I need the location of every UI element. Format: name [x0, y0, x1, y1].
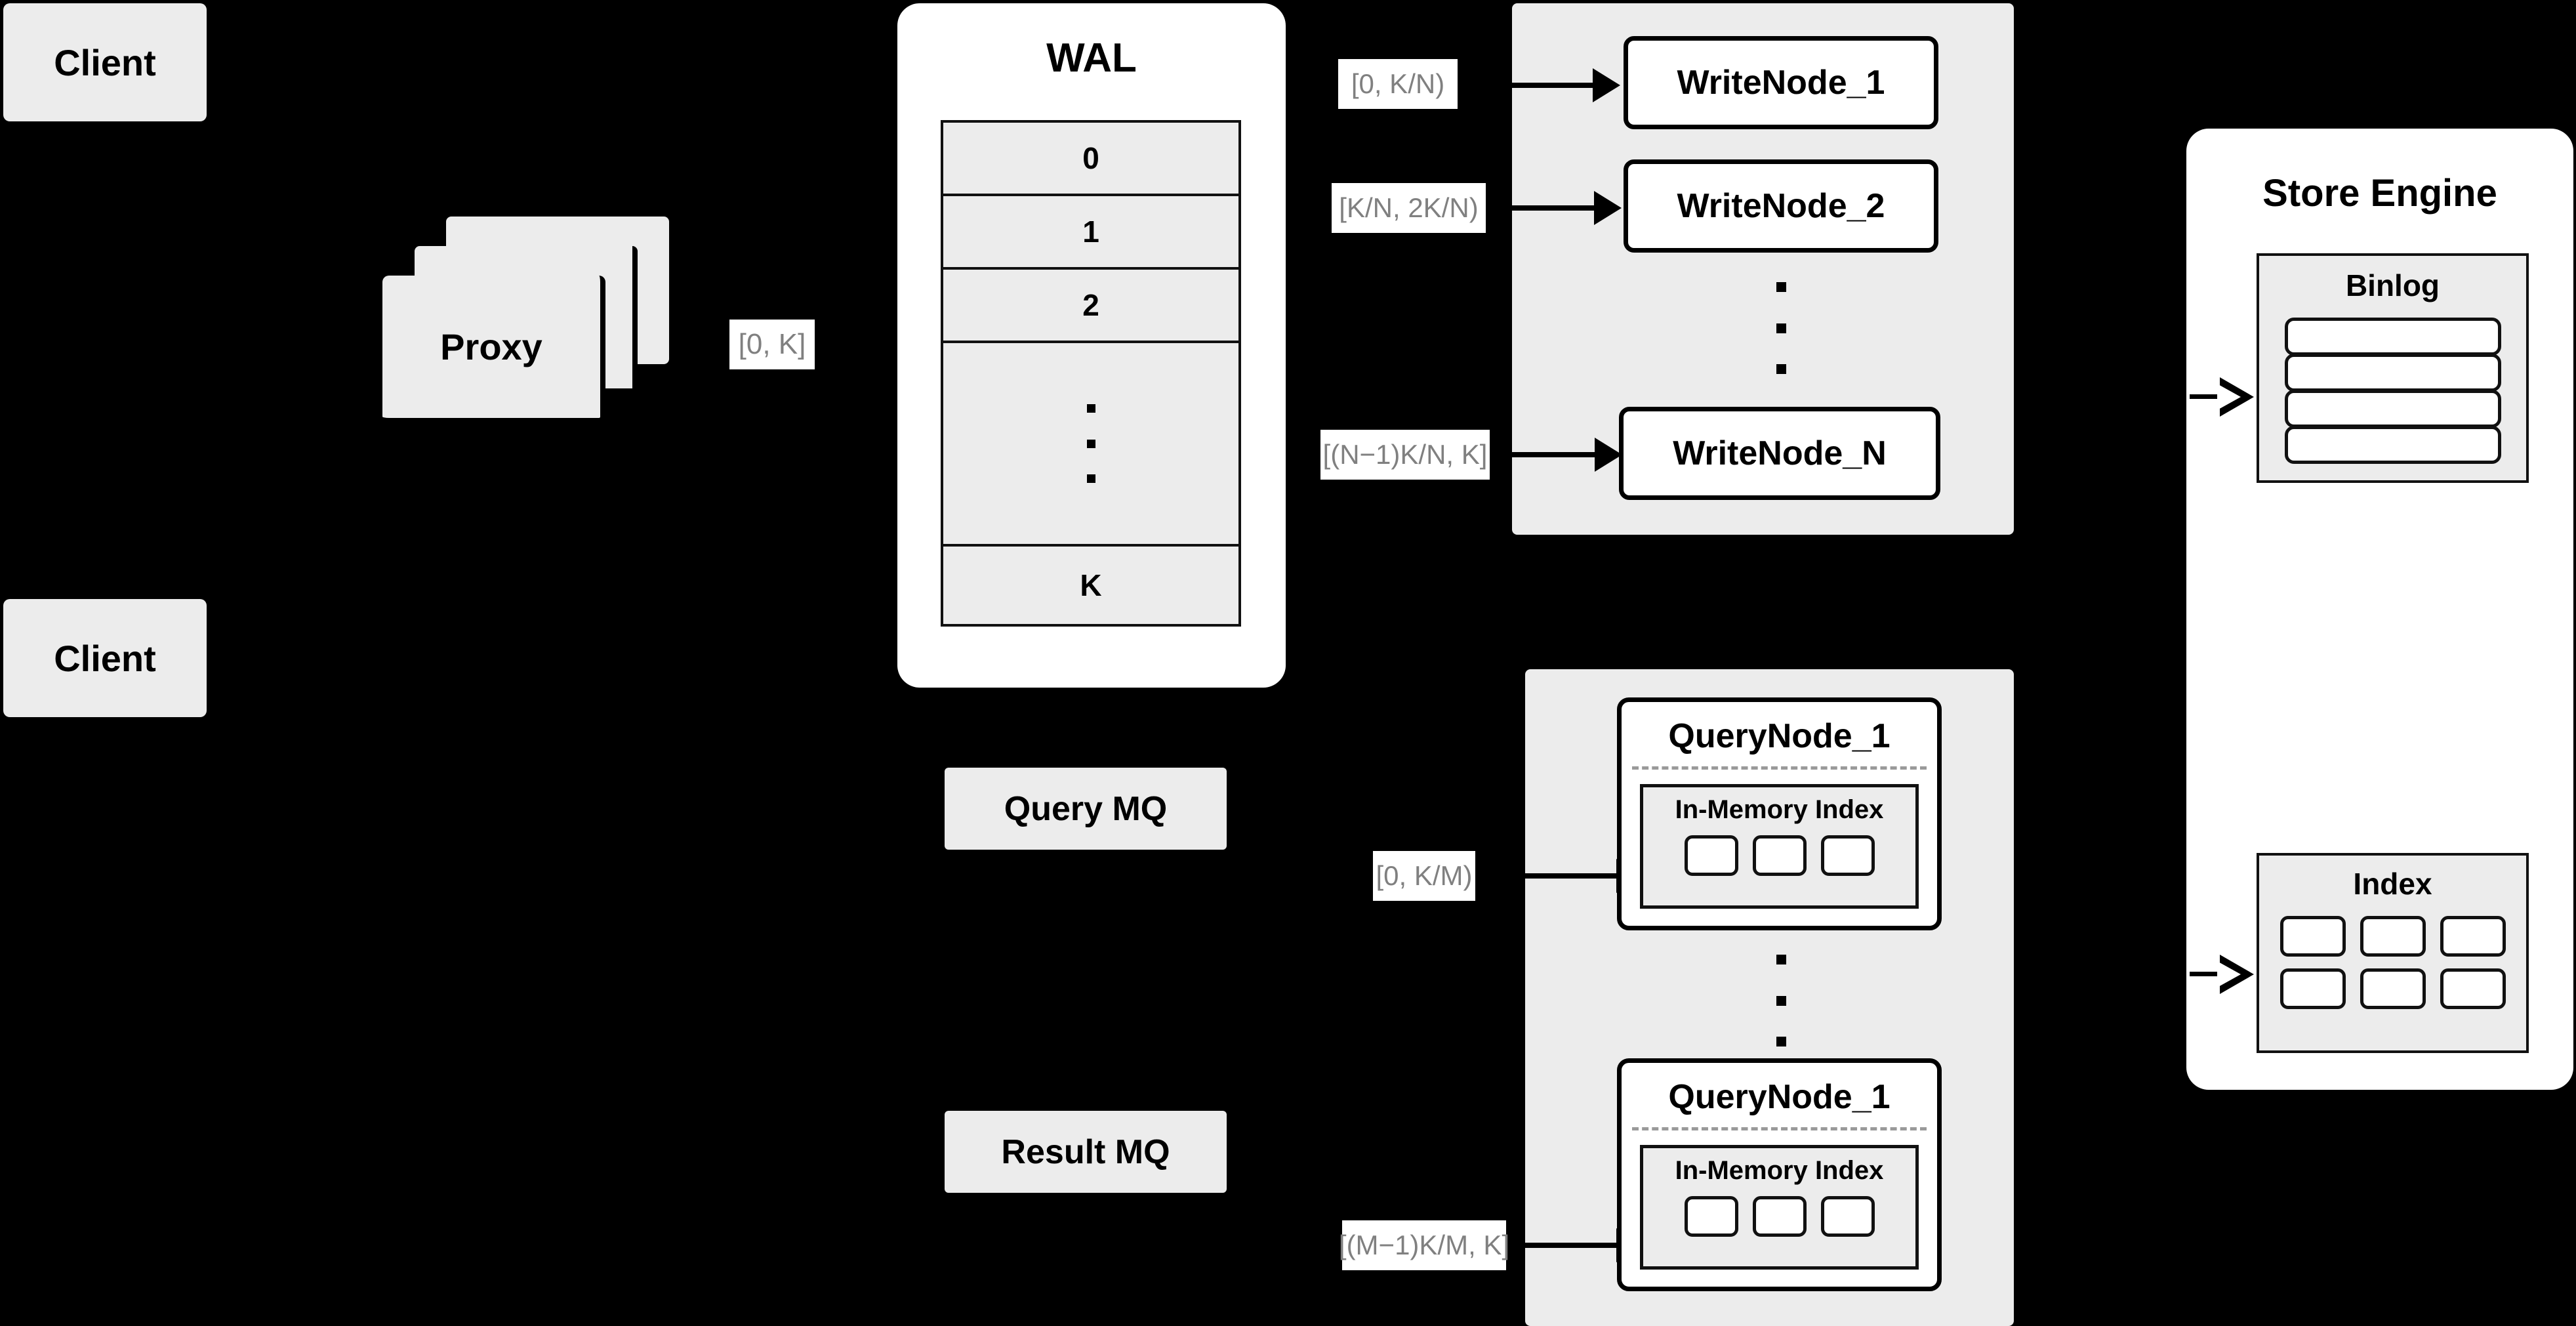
query-node-m-range-label: [(M−1)K/M, K]	[1338, 1220, 1510, 1270]
query-node-1-divider	[1632, 766, 1927, 770]
query-node-1-label: QueryNode_1	[1668, 717, 1891, 755]
write-node-1-arrow	[1463, 68, 1627, 102]
wal-table: 0 1 2 K	[941, 120, 1241, 627]
write-node-2[interactable]: WriteNode_2	[1624, 159, 1938, 253]
query-node-m[interactable]: QueryNode_1 In-Memory Index	[1617, 1058, 1942, 1291]
index-box: Index	[2257, 853, 2529, 1053]
result-mq-node[interactable]: Result MQ	[945, 1111, 1227, 1193]
wal-row-1[interactable]: 1	[943, 196, 1238, 270]
write-node-2-range-text: [K/N, 2K/N)	[1339, 192, 1479, 223]
store-engine-title: Store Engine	[2186, 171, 2573, 215]
query-node-1-inmemory-index: In-Memory Index	[1640, 784, 1919, 909]
wal-row-k[interactable]: K	[943, 547, 1238, 624]
store-index-cell[interactable]	[2280, 968, 2346, 1009]
write-node-n-range-text: [(N−1)K/N, K]	[1322, 439, 1488, 470]
wal-row-1-value: 1	[1082, 215, 1099, 249]
arrow-head-icon	[1593, 68, 1620, 102]
proxy-to-wal-range-text: [0, K]	[738, 328, 806, 360]
write-node-2-range-label: [K/N, 2K/N)	[1332, 183, 1486, 233]
query-mq-label: Query MQ	[1004, 789, 1168, 828]
client-node-1[interactable]: Client	[3, 3, 207, 121]
index-cell[interactable]	[1752, 835, 1807, 876]
query-node-1-label-wrap: QueryNode_1	[1622, 716, 1937, 756]
store-index-cell[interactable]	[2360, 916, 2426, 957]
wal-row-k-value: K	[1080, 568, 1102, 602]
proxy-card-front[interactable]: Proxy	[382, 276, 605, 423]
binlog-row[interactable]	[2284, 354, 2501, 392]
arrow-head-icon	[1595, 438, 1622, 472]
index-cell[interactable]	[1684, 835, 1738, 876]
write-node-1-range-label: [0, K/N)	[1338, 59, 1458, 109]
client-node-2-label: Client	[54, 637, 156, 679]
proxy-label: Proxy	[440, 326, 542, 367]
wal-vertical-ellipsis-icon	[1086, 404, 1095, 483]
client-node-2[interactable]: Client	[3, 599, 207, 717]
query-node-m-index-label-wrap: In-Memory Index	[1643, 1156, 1915, 1186]
index-inflow-arrow	[2190, 955, 2262, 994]
client-node-1-label: Client	[54, 41, 156, 83]
binlog-label: Binlog	[2345, 268, 2440, 302]
write-node-n-arrow	[1492, 438, 1630, 472]
query-node-m-range-text: [(M−1)K/M, K]	[1338, 1230, 1510, 1260]
query-node-m-inmemory-index: In-Memory Index	[1640, 1145, 1919, 1270]
index-cell[interactable]	[1820, 835, 1875, 876]
proxy-to-wal-range-label: [0, K]	[729, 320, 815, 369]
write-node-1-label: WriteNode_1	[1677, 64, 1885, 102]
wal-row-2-value: 2	[1082, 288, 1099, 322]
store-index-cell[interactable]	[2440, 968, 2506, 1009]
query-node-1-range-text: [0, K/M)	[1376, 860, 1473, 891]
binlog-row[interactable]	[2284, 426, 2501, 464]
wal-panel: WAL 0 1 2 K	[897, 3, 1286, 688]
wal-row-0[interactable]: 0	[943, 123, 1238, 196]
binlog-row[interactable]	[2284, 390, 2501, 428]
binlog-box: Binlog	[2257, 253, 2529, 483]
write-node-2-label: WriteNode_2	[1677, 187, 1885, 225]
index-label-wrap: Index	[2259, 866, 2526, 901]
index-cell[interactable]	[1820, 1196, 1875, 1237]
write-node-n-label: WriteNode_N	[1673, 434, 1887, 472]
query-node-1-index-label: In-Memory Index	[1675, 795, 1884, 824]
wal-row-2[interactable]: 2	[943, 270, 1238, 343]
write-node-vertical-ellipsis-icon	[1771, 282, 1791, 374]
write-node-1-range-text: [0, K/N)	[1351, 68, 1445, 99]
arrow-head-hollow-icon	[2217, 377, 2254, 417]
wal-row-0-value: 0	[1082, 141, 1099, 175]
query-mq-node[interactable]: Query MQ	[945, 768, 1227, 850]
index-label: Index	[2353, 867, 2432, 901]
wal-title-text: WAL	[1046, 35, 1137, 81]
query-node-m-divider	[1632, 1127, 1927, 1130]
index-cell[interactable]	[1684, 1196, 1738, 1237]
write-node-2-arrow	[1489, 191, 1627, 225]
query-node-m-label-wrap: QueryNode_1	[1622, 1077, 1937, 1117]
query-node-1-index-label-wrap: In-Memory Index	[1643, 795, 1915, 825]
store-index-cell[interactable]	[2360, 968, 2426, 1009]
arrow-head-hollow-icon	[2217, 955, 2254, 994]
query-node-vertical-ellipsis-icon	[1771, 955, 1791, 1046]
store-index-cell[interactable]	[2280, 916, 2346, 957]
index-cell[interactable]	[1752, 1196, 1807, 1237]
write-node-n-range-label: [(N−1)K/N, K]	[1320, 430, 1490, 480]
write-node-1[interactable]: WriteNode_1	[1624, 36, 1938, 129]
wal-row-ellipsis	[943, 343, 1238, 547]
store-engine-title-text: Store Engine	[2262, 172, 2497, 215]
query-node-m-index-label: In-Memory Index	[1675, 1156, 1884, 1185]
query-node-1[interactable]: QueryNode_1 In-Memory Index	[1617, 697, 1942, 930]
write-node-n[interactable]: WriteNode_N	[1619, 407, 1940, 500]
query-node-1-range-label: [0, K/M)	[1373, 851, 1475, 901]
arrow-head-icon	[1594, 191, 1622, 225]
binlog-row[interactable]	[2284, 318, 2501, 356]
binlog-label-wrap: Binlog	[2259, 268, 2526, 303]
query-node-m-label: QueryNode_1	[1668, 1078, 1891, 1116]
store-index-cell[interactable]	[2440, 916, 2506, 957]
binlog-inflow-arrow	[2190, 377, 2262, 417]
wal-title: WAL	[897, 35, 1286, 81]
result-mq-label: Result MQ	[1001, 1132, 1170, 1171]
store-engine-panel: Store Engine Binlog Index	[2186, 129, 2573, 1090]
proxy-stack[interactable]: Proxy	[380, 217, 682, 426]
